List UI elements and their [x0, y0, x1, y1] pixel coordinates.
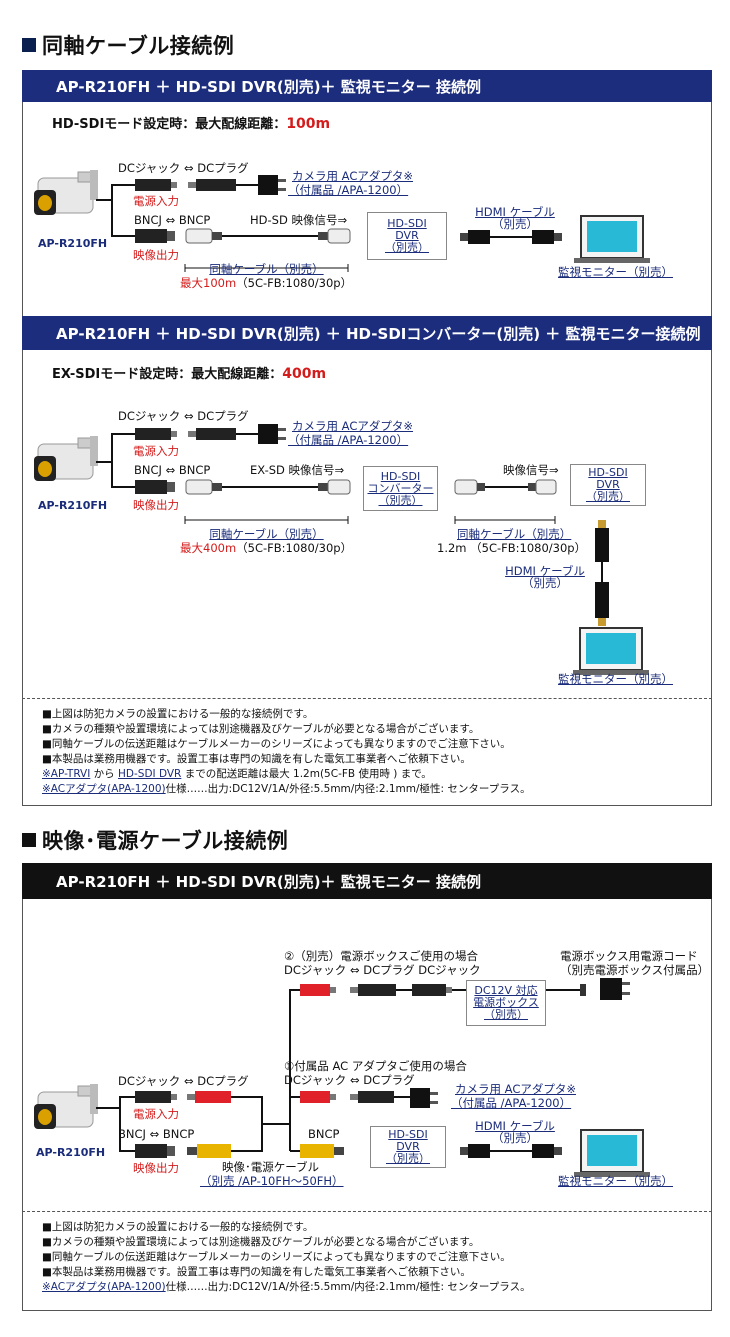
square-bullet-icon	[22, 38, 36, 52]
dc-jack	[135, 179, 177, 191]
hdmi-link-2[interactable]: HDMI ケーブル	[505, 564, 585, 578]
hdmi-cable	[460, 230, 562, 244]
trvi-note: ※AP-TRVI から HD-SDI DVR までの配送距離は最大 1.2m(5…	[42, 768, 432, 780]
camera-label-3: AP-R210FH	[36, 1146, 106, 1159]
divider	[22, 698, 712, 699]
monitor-link-1[interactable]: 監視モニター（別売）	[558, 265, 673, 279]
case2-label: ②（別売）電源ボックスご使用の場合	[284, 949, 478, 963]
video-signal-label-3: 映像信号⇒	[503, 463, 559, 477]
case1-label: ①付属品 AC アダプタご使用の場合	[284, 1059, 467, 1073]
bncp-label: BNCP	[308, 1127, 340, 1141]
dc-label-3: DCジャック ⇔ DCプラグ	[118, 1074, 249, 1088]
video-signal-label-1: HD-SD 映像信号⇒	[250, 213, 348, 227]
adapter-note-2[interactable]: （付属品 /APA-1200）	[288, 433, 409, 447]
divider-2	[22, 1211, 712, 1212]
notes-2: ■上図は防犯カメラの設置における一般的な接続例です。 ■カメラの種類や設置環境に…	[42, 1221, 531, 1293]
power-in-label-3: 電源入力	[133, 1107, 179, 1121]
coax-length-3: 1.2m （5C-FB:1080/30p）	[437, 541, 587, 555]
section2-title-bar: AP-R210FH ＋ HD-SDI DVR(別売)＋ 監視モニター 接続例	[22, 863, 712, 899]
camera-label-2: AP-R210FH	[38, 499, 108, 512]
camera-illustration	[34, 170, 98, 215]
case2-jacks: DCジャック ⇔ DCプラグ DCジャック	[284, 963, 481, 977]
video-out-label-2: 映像出力	[133, 498, 179, 512]
dc-plug	[188, 179, 236, 191]
camera-label-1: AP-R210FH	[38, 237, 108, 250]
monitor-link-3[interactable]: 監視モニター（別売）	[558, 1174, 673, 1188]
adapter-link-3[interactable]: カメラ用 ACアダプタ※	[455, 1082, 576, 1096]
monitor-illustration	[574, 215, 650, 263]
distance-line-1: HD-SDIモード設定時：最大配線距離：100m	[52, 116, 331, 132]
psu-cord-note: （別売電源ボックス付属品）	[560, 963, 710, 977]
square-bullet-icon	[22, 833, 36, 847]
hdmi-link-1[interactable]: HDMI ケーブル	[475, 205, 555, 219]
bnc-label-2: BNCJ ⇔ BNCP	[134, 463, 211, 477]
adapter-link-1[interactable]: カメラ用 ACアダプタ※	[292, 169, 413, 183]
camera-illustration-2	[34, 436, 98, 481]
bnc-plug-end	[318, 228, 351, 244]
notes-1: ■上図は防犯カメラの設置における一般的な接続例です。 ■カメラの種類や設置環境に…	[42, 708, 531, 795]
max-length-1: 最大100m（5C-FB:1080/30p）	[180, 276, 353, 290]
cable-link[interactable]: （別売 /AP-10FH～50FH）	[200, 1174, 344, 1188]
psu-cord-label: 電源ボックス用電源コード	[560, 949, 698, 963]
dc-label-2: DCジャック ⇔ DCプラグ	[118, 409, 249, 423]
bnc-jack	[135, 229, 175, 243]
hdmi-link-3[interactable]: HDMI ケーブル	[475, 1119, 555, 1133]
adapter-note-1[interactable]: （付属品 /APA-1200）	[288, 183, 409, 197]
bnc-plug	[185, 228, 222, 244]
monitor-link-2[interactable]: 監視モニター（別売）	[558, 672, 673, 686]
monitor-illustration-3	[574, 1129, 650, 1177]
camera-illustration-3	[34, 1084, 98, 1129]
adapter-note-3[interactable]: （付属品 /APA-1200）	[451, 1096, 572, 1110]
ac-note: ※ACアダプタ(APA-1200)仕様……出力:DC12V/1A/外径:5.5m…	[42, 783, 531, 795]
ac-adapter	[258, 175, 286, 195]
video-out-label-3: 映像出力	[133, 1161, 179, 1175]
adapter-link-2[interactable]: カメラ用 ACアダプタ※	[292, 419, 413, 433]
hdmi-note-1: （別売）	[492, 217, 538, 231]
bnc-label-1: BNCJ ⇔ BNCP	[134, 213, 211, 227]
cable-label: 映像･電源ケーブル	[222, 1160, 320, 1174]
diagram1-title-bar: AP-R210FH ＋ HD-SDI DVR(別売)＋ 監視モニター 接続例	[22, 70, 712, 102]
coax-link-1[interactable]: 同軸ケーブル（別売）	[209, 262, 324, 276]
hdmi-note-2: （別売）	[522, 576, 568, 590]
psu-box[interactable]: DC12V 対応電源ボックス（別売）	[466, 980, 546, 1026]
video-out-label-1: 映像出力	[133, 248, 179, 262]
hdmi-note-3: （別売）	[492, 1131, 538, 1145]
distance-line-2: EX-SDIモード設定時：最大配線距離：400m	[52, 366, 327, 382]
coax-link-3[interactable]: 同軸ケーブル（別売）	[457, 527, 572, 541]
case1-jacks: DCジャック ⇔ DCプラグ	[284, 1073, 415, 1087]
max-length-2: 最大400m（5C-FB:1080/30p）	[180, 541, 353, 555]
power-in-label-1: 電源入力	[133, 194, 179, 208]
ac-note-2: ※ACアダプタ(APA-1200)仕様……出力:DC12V/1A/外径:5.5m…	[42, 1281, 531, 1293]
section1-heading: 同軸ケーブル接続例	[22, 30, 234, 60]
video-signal-label-2: EX-SD 映像信号⇒	[250, 463, 345, 477]
monitor-illustration-2	[573, 627, 649, 675]
power-in-label-2: 電源入力	[133, 444, 179, 458]
bnc-label-3: BNCJ ⇔ BNCP	[118, 1127, 195, 1141]
section2-heading: 映像･電源ケーブル接続例	[22, 825, 288, 855]
coax-link-2[interactable]: 同軸ケーブル（別売）	[209, 527, 324, 541]
dc-label-1: DCジャック ⇔ DCプラグ	[118, 161, 249, 175]
diagram2-title-bar: AP-R210FH ＋ HD-SDI DVR(別売) ＋ HD-SDIコンバータ…	[22, 316, 712, 350]
